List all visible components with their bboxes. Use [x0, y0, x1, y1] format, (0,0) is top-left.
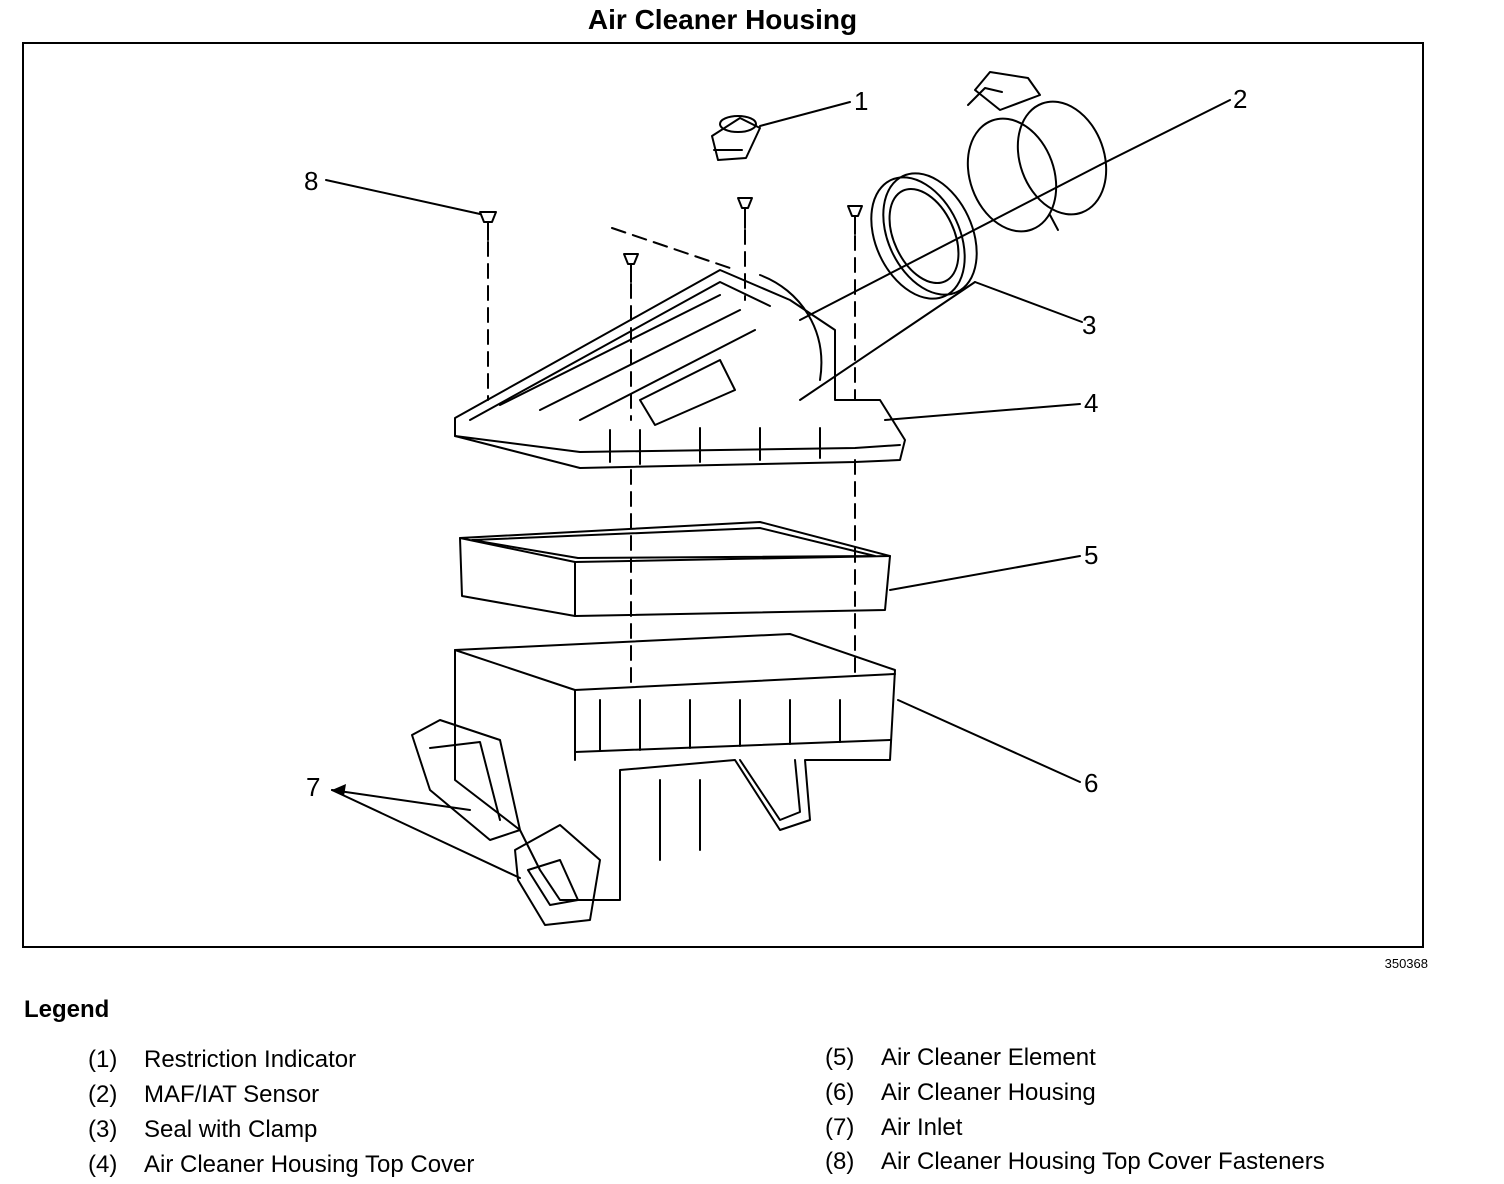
diagram-frame	[22, 42, 1424, 948]
air-inlet-part	[411, 719, 601, 926]
legend-item-label: Air Cleaner Housing Top Cover	[144, 1151, 475, 1178]
legend-item-number: (2)	[88, 1081, 118, 1108]
legend-item-number: (8)	[825, 1148, 855, 1175]
callout-5: 5	[1084, 540, 1098, 570]
legend-item-number: (5)	[825, 1044, 855, 1071]
legend-item-3: (3) Seal with Clamp	[88, 1116, 317, 1144]
legend-item-label: Air Cleaner Element	[881, 1044, 1096, 1071]
legend-item-4: (4) Air Cleaner Housing Top Cover	[88, 1151, 474, 1179]
seal-with-clamp-part	[870, 172, 978, 300]
maf-iat-sensor-part	[966, 71, 1108, 233]
legend-item-label: Air Inlet	[881, 1114, 963, 1141]
top-cover-part	[454, 269, 906, 469]
callout-1: 1	[854, 86, 868, 116]
legend-item-label: Restriction Indicator	[144, 1046, 357, 1073]
top-cover-fastener-part	[479, 197, 863, 283]
callout-2: 2	[1233, 84, 1247, 114]
callout-leader-lines	[325, 99, 1231, 879]
diagram-title: Air Cleaner Housing	[587, 4, 858, 35]
legend-item-5: (5) Air Cleaner Element	[825, 1044, 1096, 1072]
callout-8: 8	[304, 166, 318, 196]
callout-4: 4	[1084, 388, 1098, 418]
legend-item-label: Seal with Clamp	[144, 1116, 318, 1143]
legend-item-number: (4)	[88, 1151, 118, 1178]
legend-item-8: (8) Air Cleaner Housing Top Cover Fastene…	[825, 1148, 1325, 1176]
legend-item-7: (7) Air Inlet	[825, 1114, 962, 1142]
callout-7: 7	[306, 772, 320, 802]
callout-7-arrowhead	[332, 784, 346, 796]
legend-item-number: (7)	[825, 1114, 855, 1141]
legend-item-number: (6)	[825, 1079, 855, 1106]
legend-item-label: MAF/IAT Sensor	[144, 1081, 320, 1108]
restriction-indicator-part	[711, 115, 761, 161]
legend-item-label: Air Cleaner Housing	[881, 1079, 1096, 1106]
legend-item-2: (2) MAF/IAT Sensor	[88, 1081, 319, 1109]
callout-6: 6	[1084, 768, 1098, 798]
air-cleaner-element-part	[459, 521, 891, 617]
air-cleaner-housing-part	[454, 633, 896, 901]
legend-item-number: (1)	[88, 1046, 118, 1073]
legend-item-number: (3)	[88, 1116, 118, 1143]
legend-item-1: (1) Restriction Indicator	[88, 1046, 356, 1074]
legend-item-label: Air Cleaner Housing Top Cover Fasteners	[881, 1148, 1325, 1175]
figure-id: 350368	[1384, 956, 1428, 971]
legend-title: Legend	[24, 996, 110, 1023]
legend-item-6: (6) Air Cleaner Housing	[825, 1079, 1096, 1107]
assembly-guide-lines	[487, 227, 856, 691]
callout-3: 3	[1082, 310, 1096, 340]
